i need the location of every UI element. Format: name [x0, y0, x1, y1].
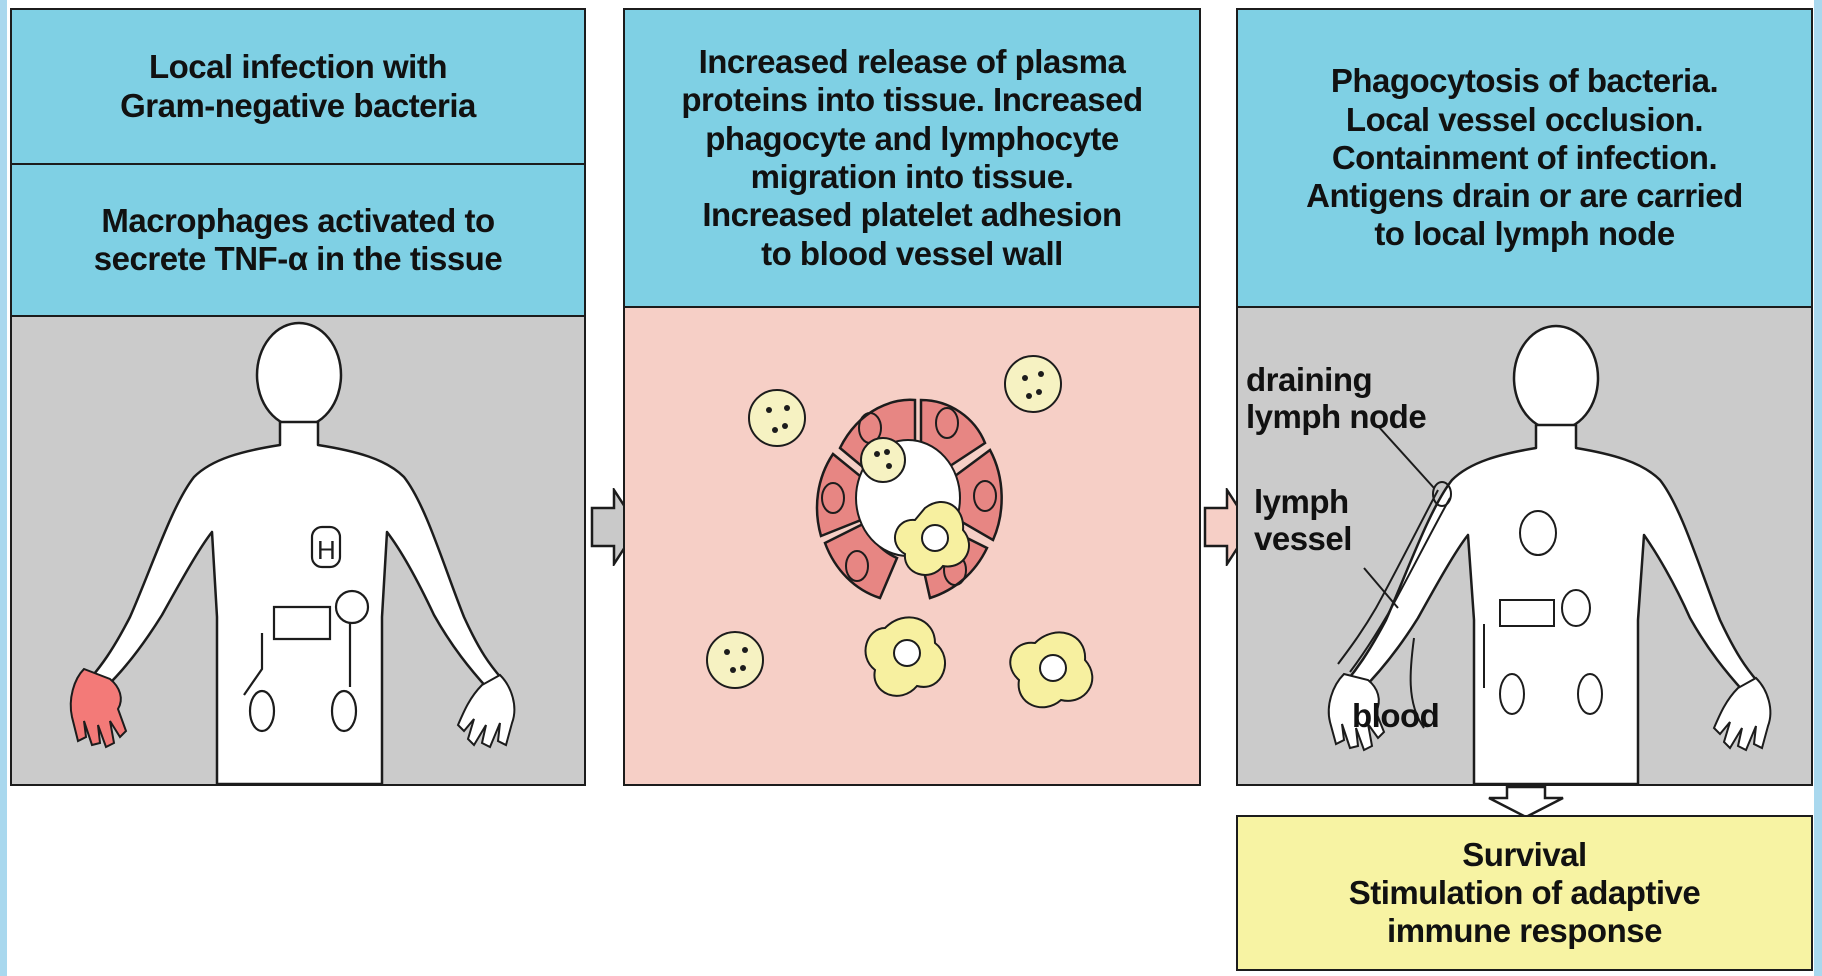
- caption-plasma-release-text: Increased release of plasma proteins int…: [681, 43, 1142, 273]
- panel-survival: Survival Stimulation of adaptive immune …: [1236, 815, 1813, 971]
- bacteria-cluster-icon: [707, 632, 763, 688]
- caption-survival-text: Survival Stimulation of adaptive immune …: [1349, 836, 1701, 950]
- flow-arrow-down-icon: [1487, 786, 1565, 818]
- caption-plasma-release: Increased release of plasma proteins int…: [625, 10, 1199, 308]
- blood-vessel-illustration: [625, 308, 1199, 784]
- label-draining-lymph-node: draining lymph node: [1246, 362, 1426, 436]
- body-outline-icon: H: [12, 317, 584, 784]
- bacteria-cluster-icon: [749, 390, 805, 446]
- label-blood: blood: [1352, 698, 1439, 735]
- body-illustration-1: H: [12, 317, 584, 784]
- caption-local-infection-text: Local infection with Gram-negative bacte…: [120, 48, 476, 125]
- label-lymph-vessel: lymph vessel: [1254, 484, 1352, 558]
- left-border: [0, 0, 7, 976]
- svg-text:H: H: [317, 535, 336, 565]
- caption-local-infection: Local infection with Gram-negative bacte…: [12, 10, 584, 165]
- caption-phagocytosis: Phagocytosis of bacteria. Local vessel o…: [1238, 10, 1811, 308]
- blood-vessel-icon: [625, 308, 1199, 784]
- caption-survival: Survival Stimulation of adaptive immune …: [1238, 817, 1811, 969]
- caption-phagocytosis-text: Phagocytosis of bacteria. Local vessel o…: [1306, 62, 1743, 253]
- bacteria-cluster-icon: [861, 438, 905, 482]
- caption-macrophages-text: Macrophages activated to secrete TNF-α i…: [94, 202, 502, 279]
- panel-plasma-release: Increased release of plasma proteins int…: [623, 8, 1201, 786]
- bacteria-cluster-icon: [1005, 356, 1061, 412]
- infected-hand: [71, 669, 126, 747]
- panel-phagocytosis: Phagocytosis of bacteria. Local vessel o…: [1236, 8, 1813, 786]
- panel-local-infection: Local infection with Gram-negative bacte…: [10, 8, 586, 786]
- right-border: [1814, 0, 1822, 976]
- caption-macrophages: Macrophages activated to secrete TNF-α i…: [12, 165, 584, 317]
- body-illustration-3: draining lymph node lymph vessel blood: [1238, 308, 1811, 784]
